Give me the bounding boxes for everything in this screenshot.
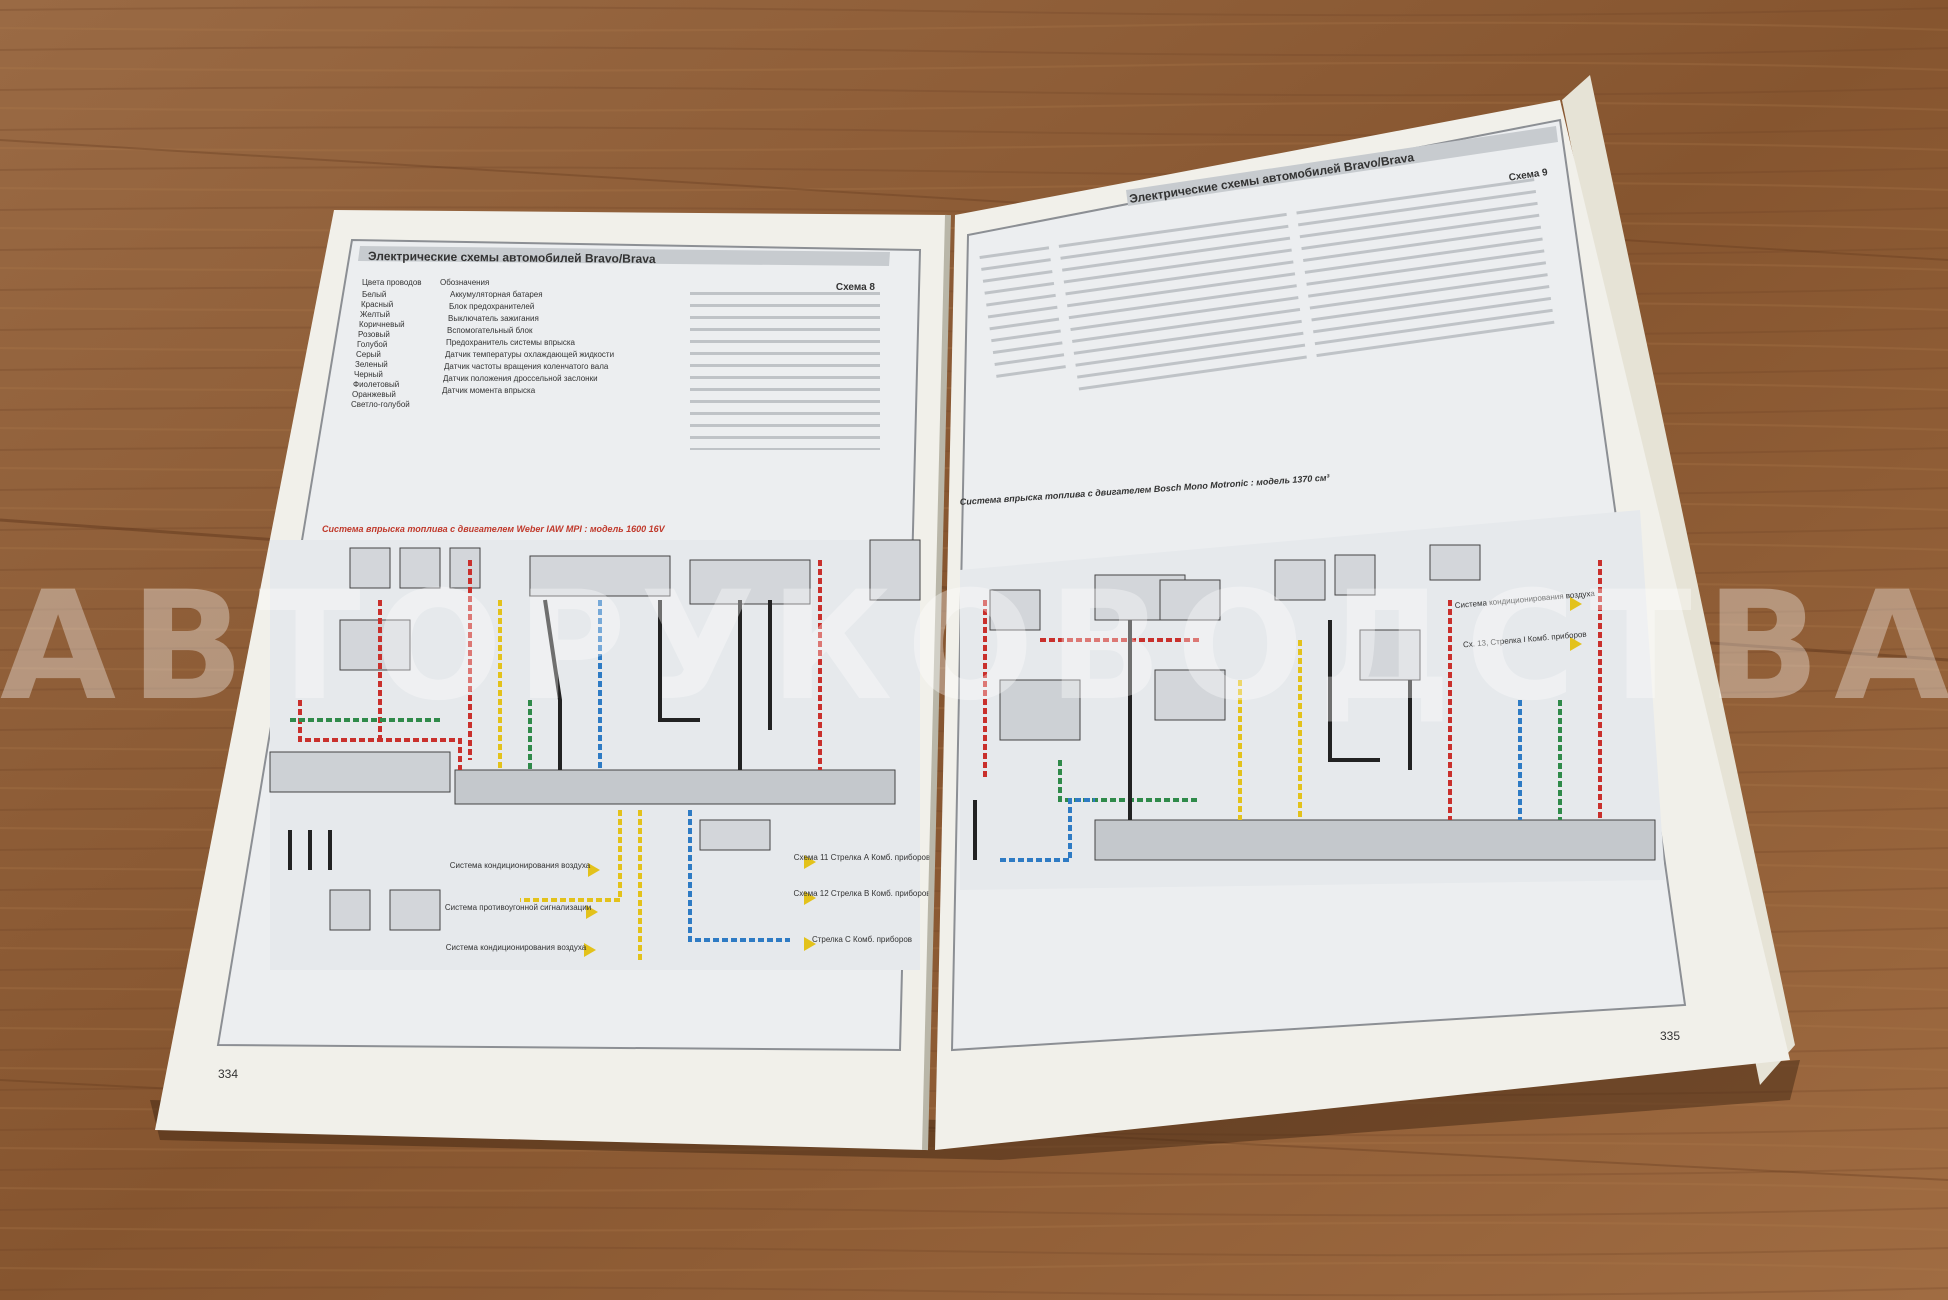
wire <box>1058 760 1200 802</box>
legend-colors-title: Цвета проводов <box>362 278 422 287</box>
component-block <box>269 751 451 793</box>
legend-item: Вспомогательный блок <box>447 326 533 335</box>
legend-item: Датчик положения дроссельной заслонки <box>443 374 598 383</box>
component-block <box>329 889 371 931</box>
ecu-connector <box>1094 819 1656 861</box>
component-block <box>339 619 411 671</box>
component-block <box>1154 669 1226 721</box>
left-wiring-diagram <box>269 539 921 970</box>
component-block <box>1334 554 1376 596</box>
wire <box>520 810 622 902</box>
component-block <box>869 539 921 601</box>
component-block <box>529 555 671 597</box>
legend-color-item: Голубой <box>357 340 387 349</box>
component-block <box>999 679 1081 741</box>
legend-item: Выключатель зажигания <box>448 314 539 323</box>
legend-item: Датчик частоты вращения коленчатого вала <box>444 362 609 371</box>
component-block <box>449 547 481 589</box>
component-block <box>1429 544 1481 581</box>
component-block <box>399 547 441 589</box>
legend-color-item: Оранжевый <box>352 390 396 399</box>
component-block <box>1159 579 1221 621</box>
arrow-marker <box>804 855 816 869</box>
arrow-marker <box>586 905 598 919</box>
right-page: Электрические схемы автомобилей Bravo/Br… <box>935 100 1790 1150</box>
left-section-title: Система впрыска топлива с двигателем Web… <box>322 524 666 534</box>
component-block <box>1274 559 1326 601</box>
component-block <box>389 889 441 931</box>
left-page-number: 334 <box>218 1067 238 1081</box>
arrow-marker <box>584 943 596 957</box>
legend-color-item: Коричневый <box>359 320 405 329</box>
arrow-marker <box>588 863 600 877</box>
legend-color-item: Черный <box>354 370 383 379</box>
legend-column-blurred <box>979 245 1067 384</box>
diagram-label: Схема 11 Стрелка А Комб. приборов <box>794 853 930 862</box>
legend-item: Предохранитель системы впрыска <box>446 338 576 347</box>
arrow-marker <box>804 937 816 951</box>
wire <box>1328 620 1380 762</box>
diagram-label: Система кондиционирования воздуха <box>450 861 591 870</box>
legend-color-item: Розовый <box>358 330 390 339</box>
ecu-connector <box>454 769 896 805</box>
book-page-stack <box>1562 75 1795 1085</box>
legend-colors-list: Белый Красный Желтый Коричневый Розовый … <box>351 290 410 409</box>
left-page-header: Электрические схемы автомобилей Bravo/Br… <box>368 249 656 266</box>
right-wiring-diagram <box>960 510 1665 890</box>
right-header-bar <box>1126 126 1558 206</box>
component-block <box>989 589 1041 631</box>
wire <box>1000 798 1095 862</box>
left-page: Электрические схемы автомобилей Bravo/Br… <box>155 210 948 1150</box>
legend-color-item: Красный <box>361 300 393 309</box>
legend-items-title: Обозначения <box>440 278 489 287</box>
wire <box>543 599 562 770</box>
diagram-label: Стрелка С Комб. приборов <box>812 935 912 944</box>
book-gutter <box>922 214 951 1151</box>
legend-items-list: Аккумуляторная батарея Блок предохраните… <box>442 290 614 395</box>
legend-item: Датчик момента впрыска <box>442 386 536 395</box>
legend-item: Аккумуляторная батарея <box>450 290 543 299</box>
diagram-label: Система кондиционирования воздуха <box>446 943 587 952</box>
diagram-label: Система противоугонной сигнализации <box>445 903 591 912</box>
component-block <box>1359 629 1421 681</box>
diagram-label: Схема 12 Стрелка В Комб. приборов <box>793 889 930 898</box>
wire <box>658 600 700 722</box>
legend-color-item: Зеленый <box>355 360 388 369</box>
legend-color-item: Фиолетовый <box>353 380 399 389</box>
wire <box>688 810 790 942</box>
legend-color-item: Желтый <box>360 310 390 319</box>
right-page-number: 335 <box>1660 1029 1680 1043</box>
legend-column-blurred <box>1058 211 1308 393</box>
arrow-marker <box>804 891 816 905</box>
legend-column-blurred <box>690 290 880 450</box>
legend-color-item: Белый <box>362 290 386 299</box>
left-scheme-label: Схема 8 <box>836 282 876 293</box>
legend-column-blurred <box>1296 177 1555 360</box>
arrow-marker <box>1570 637 1582 651</box>
legend-color-item: Светло-голубой <box>351 400 410 409</box>
left-header-bar <box>358 246 890 266</box>
component-block <box>699 819 771 851</box>
legend-item: Блок предохранителей <box>449 302 534 311</box>
legend-color-item: Серый <box>356 350 381 359</box>
arrow-marker <box>1570 597 1582 611</box>
component-block <box>349 547 391 589</box>
component-block <box>689 559 811 605</box>
legend-item: Датчик температуры охлаждающей жидкости <box>445 350 614 359</box>
